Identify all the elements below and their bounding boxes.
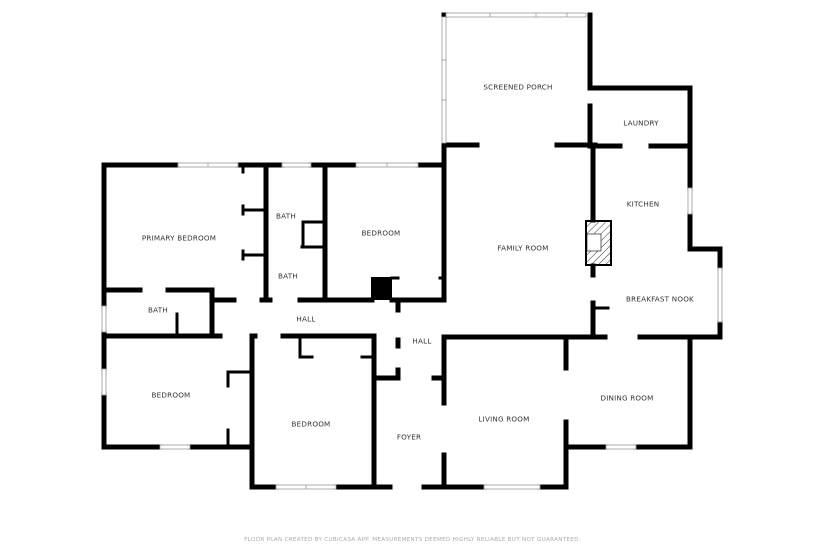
room-label-bath-upper: BATH — [276, 211, 296, 221]
room-label-breakfast-nook: BREAKFAST NOOK — [626, 294, 694, 304]
disclaimer-footer: FLOOR PLAN CREATED BY CUBICASA APP. MEAS… — [244, 537, 581, 543]
room-label-bath-lower: BATH — [278, 271, 298, 281]
room-label-screened-porch: SCREENED PORCH — [483, 82, 553, 92]
room-label-bedroom-north: BEDROOM — [361, 228, 401, 238]
closet-block — [371, 277, 392, 300]
room-label-family-room: FAMILY ROOM — [497, 243, 549, 253]
fireplace-icon — [585, 220, 612, 266]
room-label-bedroom-center: BEDROOM — [291, 419, 331, 429]
room-label-foyer: FOYER — [396, 432, 422, 442]
room-label-bath-west: BATH — [148, 305, 168, 315]
room-label-laundry: LAUNDRY — [623, 118, 659, 128]
room-label-primary-bedroom: PRIMARY BEDROOM — [141, 233, 217, 243]
windows — [101, 12, 723, 490]
room-label-bedroom-west: BEDROOM — [151, 390, 191, 400]
room-label-dining-room: DINING ROOM — [600, 393, 654, 403]
room-label-hall-main: HALL — [296, 314, 316, 324]
walls — [101, 12, 723, 490]
room-label-living-room: LIVING ROOM — [478, 414, 530, 424]
room-label-kitchen: KITCHEN — [626, 199, 660, 209]
room-label-hall-small: HALL — [412, 336, 432, 346]
